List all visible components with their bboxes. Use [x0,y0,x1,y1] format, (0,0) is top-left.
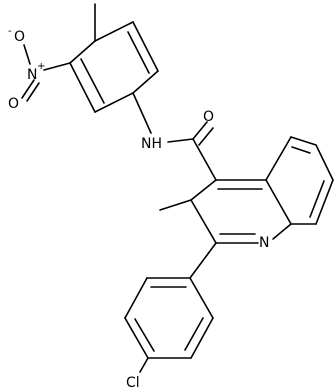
bond [290,136,317,146]
bond [315,144,334,181]
bond [21,79,35,99]
atom-label: O [14,29,25,45]
quinoline-nitrogen-label: N [259,235,269,251]
bond [80,58,105,104]
bond [23,44,31,65]
bond [265,136,292,181]
bond [272,223,292,240]
bond [132,92,152,134]
bond [315,179,334,225]
bond [190,199,217,244]
bond [190,179,217,201]
chlorine-label: Cl [126,375,140,391]
bond [94,92,134,113]
bond [124,317,149,359]
bond [167,138,194,143]
bond [69,62,96,113]
bond [184,317,204,351]
bond [69,40,96,64]
bond [291,146,311,154]
bond [192,121,208,140]
bond [127,31,150,74]
bond [189,242,217,279]
bond [190,317,214,359]
nitro-oxygen-bottom: O [8,96,19,112]
bond [159,199,192,211]
bonds [21,3,334,373]
bond [43,62,71,71]
atom-charge: + [37,61,45,72]
atom-charge: - [8,26,12,37]
bond [189,277,214,319]
bond [124,277,148,319]
atom-label: N [27,67,37,83]
bond [192,138,217,181]
bond [139,357,149,373]
bond [26,82,40,102]
carbonyl-oxygen-label: O [203,109,214,125]
bond [198,127,214,146]
atom-labels: O - N + O NH O N Cl [8,26,269,391]
bond [309,180,325,218]
bond [265,179,292,225]
bond [134,318,155,352]
bond [94,21,134,42]
bond [132,21,159,72]
nitro-nitrogen: N + [27,61,45,83]
amide-nh-label: NH [141,136,162,152]
nitro-oxygen-top: O - [8,26,25,45]
bond [132,70,159,94]
